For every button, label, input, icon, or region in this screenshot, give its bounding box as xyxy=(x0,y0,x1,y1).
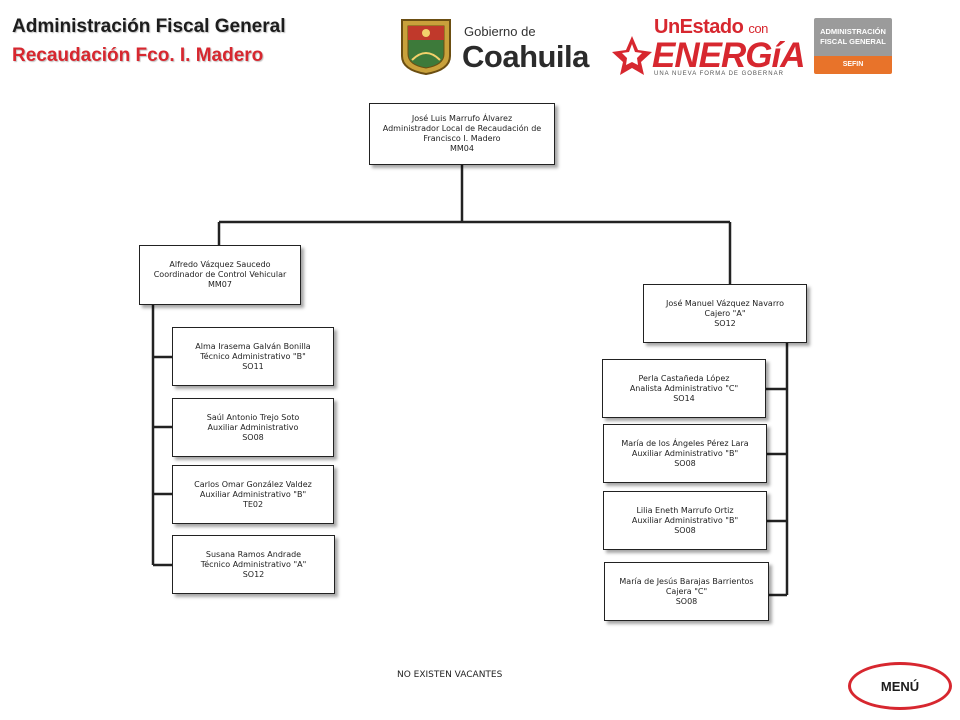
org-node-title: Coordinador de Control Vehicular xyxy=(153,270,287,279)
org-node-title: Cajero "A" xyxy=(704,309,746,318)
org-node-title: Auxiliar Administrativo "B" xyxy=(631,449,739,458)
org-node-code: SO08 xyxy=(674,526,696,535)
org-node-right-child-3: Lilia Eneth Marrufo Ortiz Auxiliar Admin… xyxy=(603,491,767,550)
org-node-code: MM07 xyxy=(208,280,232,289)
org-node-name: Perla Castañeda López xyxy=(638,374,730,383)
org-node-name: María de Jesús Barajas Barrientos xyxy=(619,577,754,586)
org-node-name: José Manuel Vázquez Navarro xyxy=(666,299,784,308)
energia-tagline: UNA NUEVA FORMA DE GOBERNAR xyxy=(654,71,784,77)
energia-text: ENERGíA xyxy=(652,36,805,75)
org-node-title: Analista Administrativo "C" xyxy=(629,384,739,393)
org-node-title: Técnico Administrativo "A" xyxy=(200,560,307,569)
org-node-root: José Luis Marrufo Álvarez Administrador … xyxy=(369,103,555,165)
org-node-title: Auxiliar Administrativo "B" xyxy=(631,516,739,525)
org-node-code: SO11 xyxy=(242,362,264,371)
org-node-title: Cajera "C" xyxy=(665,587,708,596)
menu-button[interactable]: MENÚ xyxy=(848,662,952,710)
org-node-code: SO08 xyxy=(675,597,698,606)
org-node-code: SO12 xyxy=(242,570,265,579)
un-estado-con-text: UnEstado con xyxy=(654,16,768,38)
org-node-left-head: Alfredo Vázquez Saucedo Coordinador de C… xyxy=(139,245,301,305)
org-node-right-child-4: María de Jesús Barajas Barrientos Cajera… xyxy=(604,562,769,621)
org-node-name: Alfredo Vázquez Saucedo xyxy=(169,260,271,269)
org-node-name: Alma Irasema Galván Bonilla xyxy=(195,342,311,351)
estado-con-energia-logo: UnEstado con ENERGíA UNA NUEVA FORMA DE … xyxy=(612,16,805,78)
org-node-name: José Luis Marrufo Álvarez xyxy=(411,114,513,123)
page-subtitle: Recaudación Fco. I. Madero xyxy=(12,45,264,66)
org-node-name: María de los Ángeles Pérez Lara xyxy=(621,439,749,448)
org-node-code: TE02 xyxy=(242,500,264,509)
org-node-right-head: José Manuel Vázquez Navarro Cajero "A" S… xyxy=(643,284,807,343)
org-node-left-child-3: Carlos Omar González Valdez Auxiliar Adm… xyxy=(172,465,334,524)
org-node-code: SO08 xyxy=(674,459,696,468)
org-node-name: Lilia Eneth Marrufo Ortiz xyxy=(636,506,734,515)
afg-logo-sefin: SEFIN xyxy=(814,56,892,74)
org-node-title-line1: Administrador Local de Recaudación de xyxy=(382,124,542,133)
org-node-code: MM04 xyxy=(450,144,474,153)
energia-star-icon xyxy=(612,36,652,75)
org-node-title-line2: Francisco I. Madero xyxy=(423,134,501,143)
coahuila-text: Coahuila xyxy=(462,39,589,74)
org-node-name: Carlos Omar González Valdez xyxy=(194,480,312,489)
org-node-title: Técnico Administrativo "B" xyxy=(200,352,306,361)
org-node-code: SO14 xyxy=(673,394,695,403)
org-node-title: Auxiliar Administrativo "B" xyxy=(199,490,307,499)
org-node-name: Saúl Antonio Trejo Soto xyxy=(206,413,300,422)
org-node-code: SO08 xyxy=(242,433,264,442)
org-node-right-child-1: Perla Castañeda López Analista Administr… xyxy=(602,359,766,418)
gobierno-coahuila-logo: Gobierno de Coahuila xyxy=(398,16,593,78)
gobierno-de-text: Gobierno de xyxy=(464,24,536,39)
page-title: Administración Fiscal General xyxy=(12,16,286,37)
coahuila-coat-of-arms-icon xyxy=(401,19,451,76)
org-node-left-child-4: Susana Ramos Andrade Técnico Administrat… xyxy=(172,535,335,594)
org-node-right-child-2: María de los Ángeles Pérez Lara Auxiliar… xyxy=(603,424,767,483)
org-node-title: Auxiliar Administrativo xyxy=(207,423,299,432)
vacancies-note: NO EXISTEN VACANTES xyxy=(397,670,503,680)
org-node-left-child-1: Alma Irasema Galván Bonilla Técnico Admi… xyxy=(172,327,334,386)
org-node-left-child-2: Saúl Antonio Trejo Soto Auxiliar Adminis… xyxy=(172,398,334,457)
org-node-name: Susana Ramos Andrade xyxy=(205,550,302,559)
org-node-code: SO12 xyxy=(714,319,736,328)
